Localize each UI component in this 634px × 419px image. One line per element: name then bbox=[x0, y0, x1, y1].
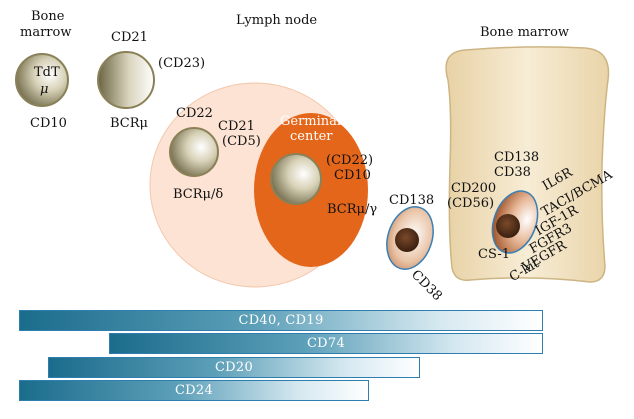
bar-cd74: CD74 bbox=[109, 333, 543, 354]
cd21-mid-label: CD21 bbox=[218, 119, 255, 134]
germinal-center-b-cell bbox=[270, 153, 322, 205]
cd22-paren-label: (CD22) bbox=[326, 153, 374, 168]
bar-cd74-label: CD74 bbox=[306, 336, 346, 351]
bar-cd40-cd19-label: CD40, CD19 bbox=[238, 313, 324, 328]
tdt-label: TdT bbox=[34, 65, 60, 80]
bcr-mu-delta-label: BCRμ/δ bbox=[173, 187, 224, 202]
cd38-plasma-label: CD38 bbox=[494, 165, 531, 180]
germinal-center-label-1: Germinal bbox=[280, 114, 342, 129]
mature-b-cell bbox=[169, 127, 219, 177]
cs1-label: CS-1 bbox=[478, 247, 510, 262]
pro-b-cell bbox=[15, 53, 69, 107]
bar-cd20-label: CD20 bbox=[214, 360, 254, 375]
bar-cd24-label: CD24 bbox=[174, 383, 214, 398]
lymph-node-label: Lymph node bbox=[236, 13, 318, 28]
bar-cd20: CD20 bbox=[48, 357, 420, 378]
cd200-label: CD200 bbox=[451, 181, 497, 196]
bone-marrow-region bbox=[445, 46, 610, 283]
cd21-top-label: CD21 bbox=[111, 30, 148, 45]
cd5-label: (CD5) bbox=[222, 134, 261, 149]
bar-cd24: CD24 bbox=[19, 380, 369, 401]
cd138-plasmablast-label: CD138 bbox=[389, 193, 435, 208]
germinal-center-label-2: center bbox=[290, 129, 333, 144]
cd10-gc-label: CD10 bbox=[334, 168, 371, 183]
cd56-label: (CD56) bbox=[447, 196, 495, 211]
cd23-label: (CD23) bbox=[158, 56, 206, 71]
bcr-mu-gamma-label: BCRμ/γ bbox=[327, 202, 378, 217]
mu-label: μ bbox=[40, 82, 49, 97]
plasmablast-nucleus bbox=[395, 228, 419, 252]
bone-marrow-left-label-1: Bone bbox=[31, 9, 65, 24]
cd22-label: CD22 bbox=[176, 106, 213, 121]
immature-b-cell bbox=[97, 51, 155, 109]
bone-marrow-left-label-2: marrow bbox=[20, 25, 72, 40]
bar-cd40-cd19: CD40, CD19 bbox=[19, 310, 543, 331]
cd10-pre-label: CD10 bbox=[30, 116, 67, 131]
bcr-mu-label: BCRμ bbox=[110, 116, 148, 131]
bone-marrow-right-label: Bone marrow bbox=[480, 25, 570, 40]
plasma-cell-nucleus bbox=[496, 214, 520, 238]
cd138-plasma-label: CD138 bbox=[494, 150, 540, 165]
